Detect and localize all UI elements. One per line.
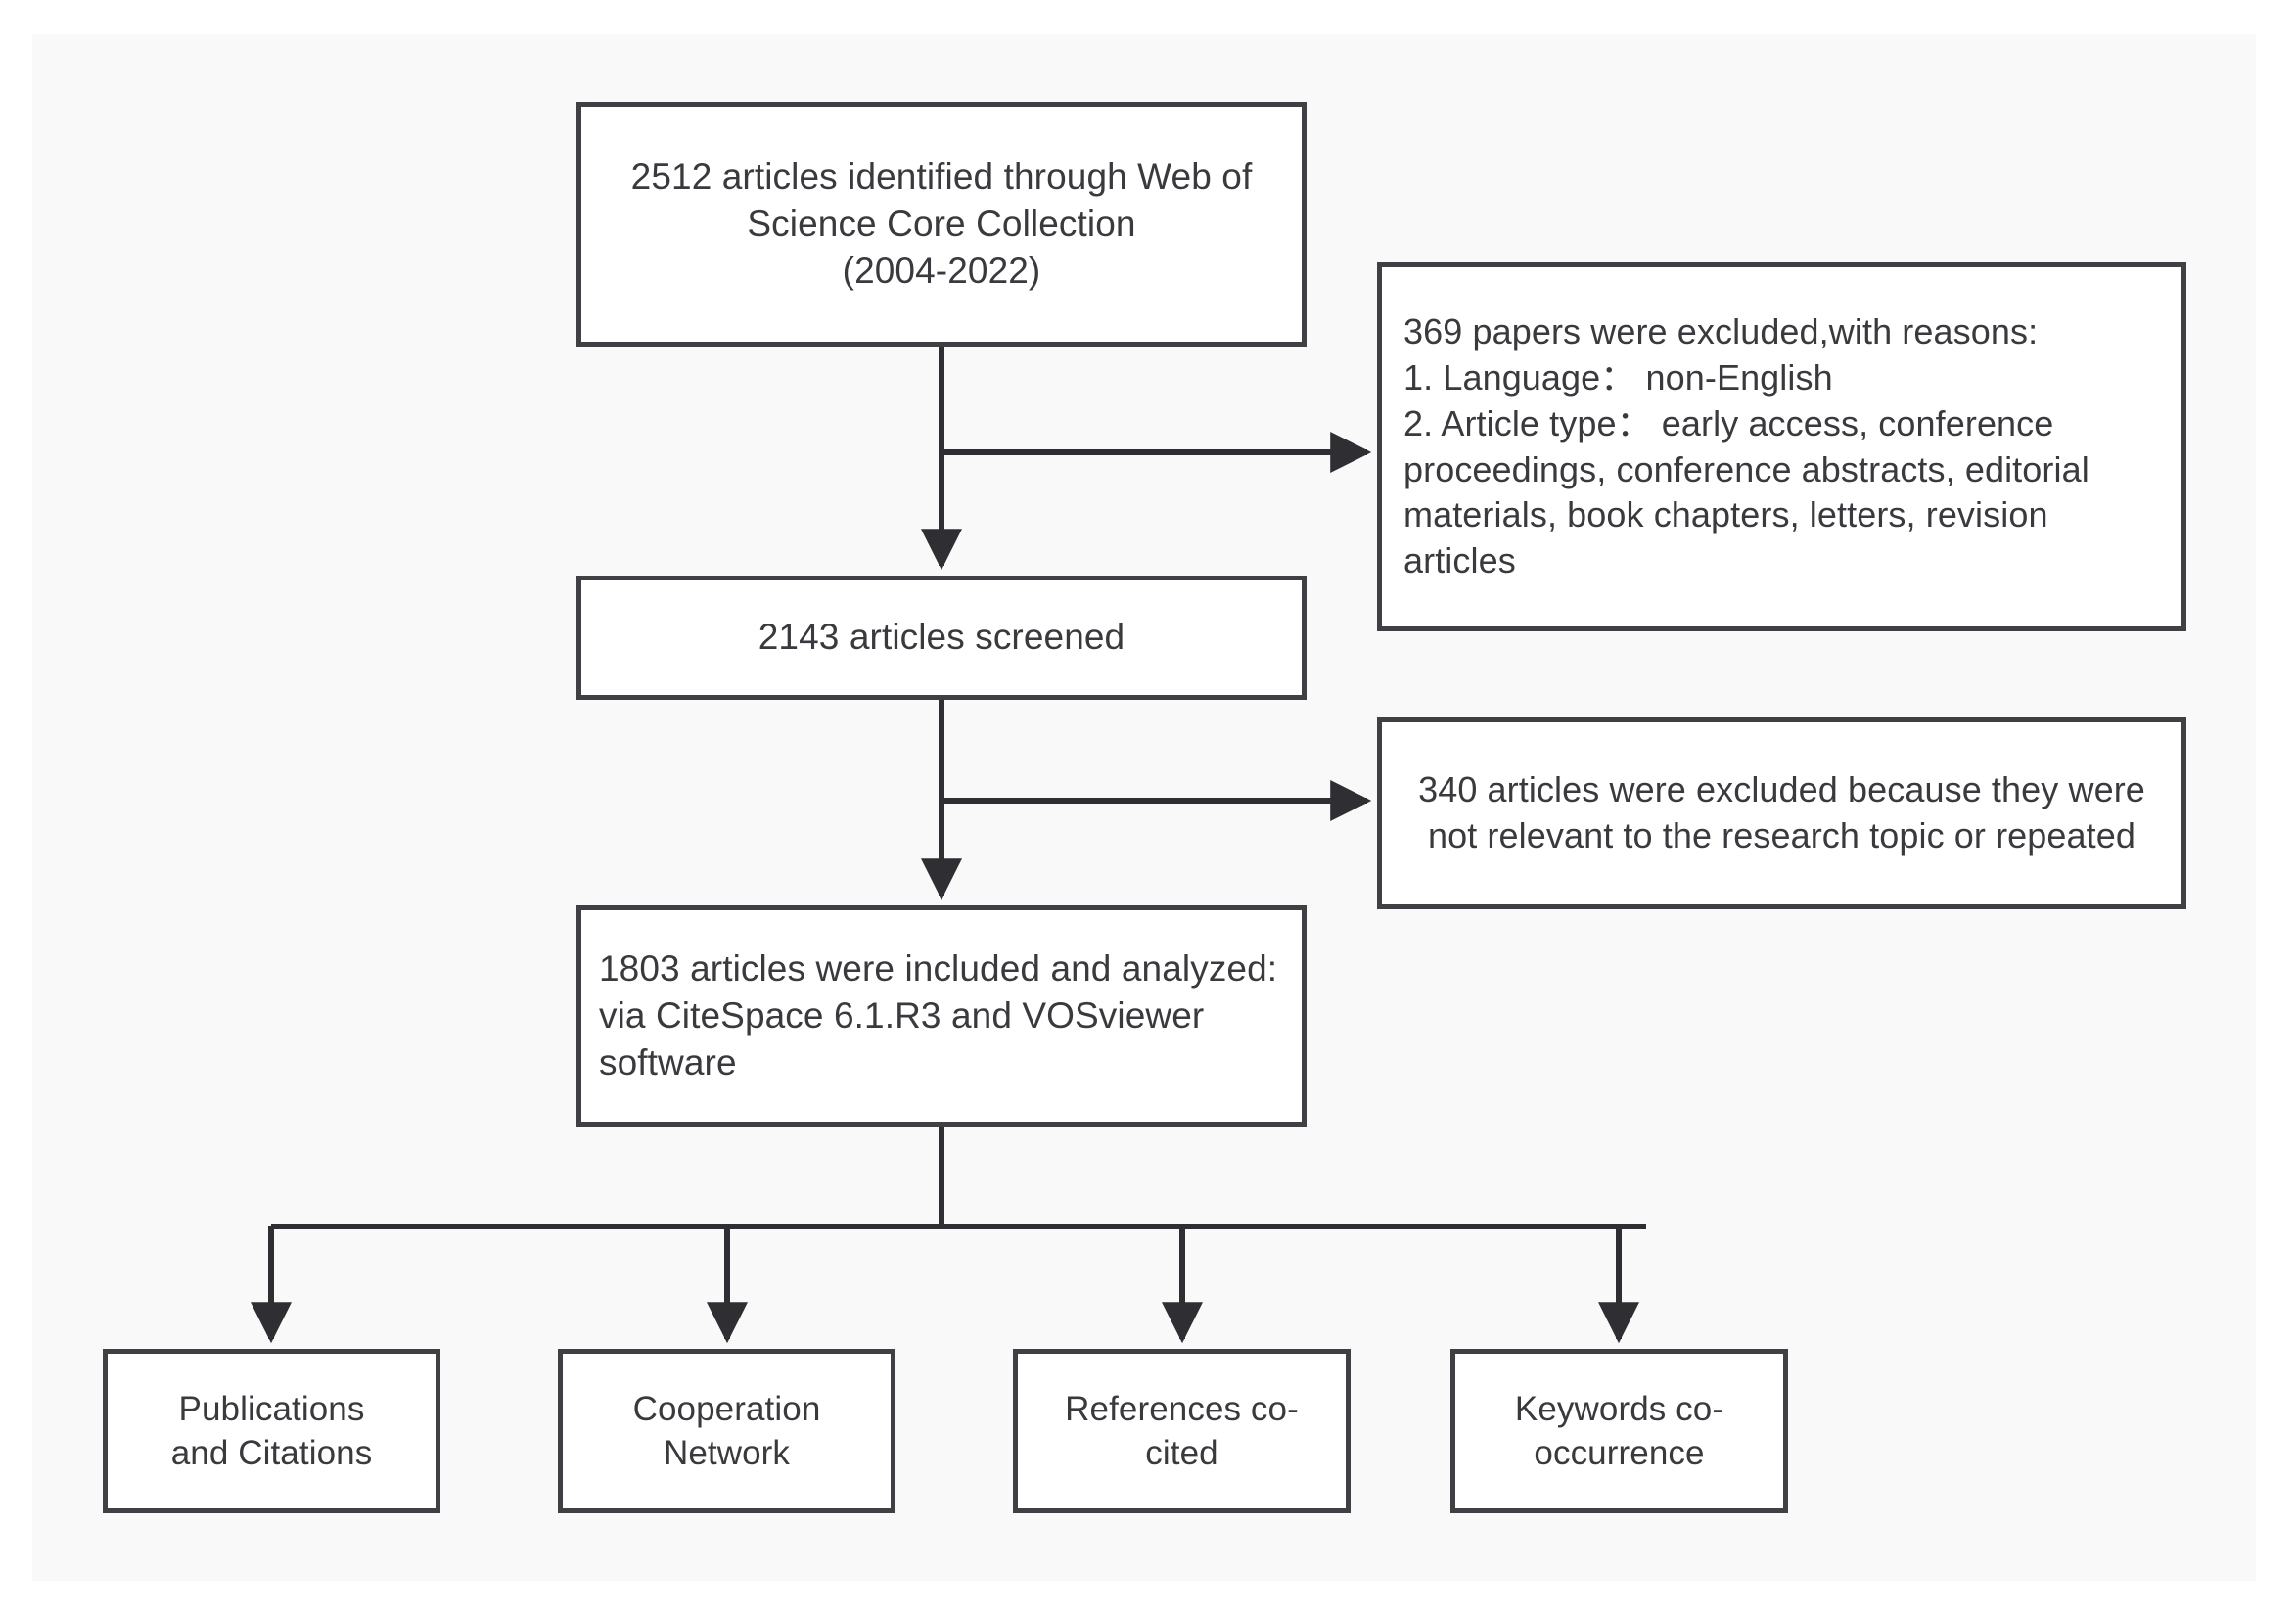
node-records-included: 1803 articles were included and analyzed… xyxy=(576,905,1307,1127)
node-records-excluded-irrelevant-label: 340 articles were excluded because they … xyxy=(1418,769,2145,856)
node-output-keywords-cooccurrence: Keywords co- occurrence xyxy=(1450,1349,1788,1513)
node-output-cooperation-network-label: Cooperation Network xyxy=(632,1389,821,1473)
node-output-publications-citations: Publications and Citations xyxy=(103,1349,440,1513)
node-records-identified: 2512 articles identified through Web of … xyxy=(576,102,1307,347)
node-records-screened: 2143 articles screened xyxy=(576,576,1307,700)
node-records-identified-label: 2512 articles identified through Web of … xyxy=(630,156,1253,292)
node-records-excluded-reasons-label: 369 papers were excluded,with reasons: 1… xyxy=(1403,311,2089,581)
node-records-excluded-reasons: 369 papers were excluded,with reasons: 1… xyxy=(1377,262,2186,631)
node-output-references-cocited-label: References co- cited xyxy=(1065,1389,1299,1473)
node-records-screened-label: 2143 articles screened xyxy=(758,617,1125,658)
node-records-excluded-irrelevant: 340 articles were excluded because they … xyxy=(1377,717,2186,909)
node-output-references-cocited: References co- cited xyxy=(1013,1349,1351,1513)
node-output-cooperation-network: Cooperation Network xyxy=(558,1349,895,1513)
node-records-included-label: 1803 articles were included and analyzed… xyxy=(599,948,1278,1084)
node-output-publications-citations-label: Publications and Citations xyxy=(170,1389,373,1473)
node-output-keywords-cooccurrence-label: Keywords co- occurrence xyxy=(1514,1389,1724,1473)
